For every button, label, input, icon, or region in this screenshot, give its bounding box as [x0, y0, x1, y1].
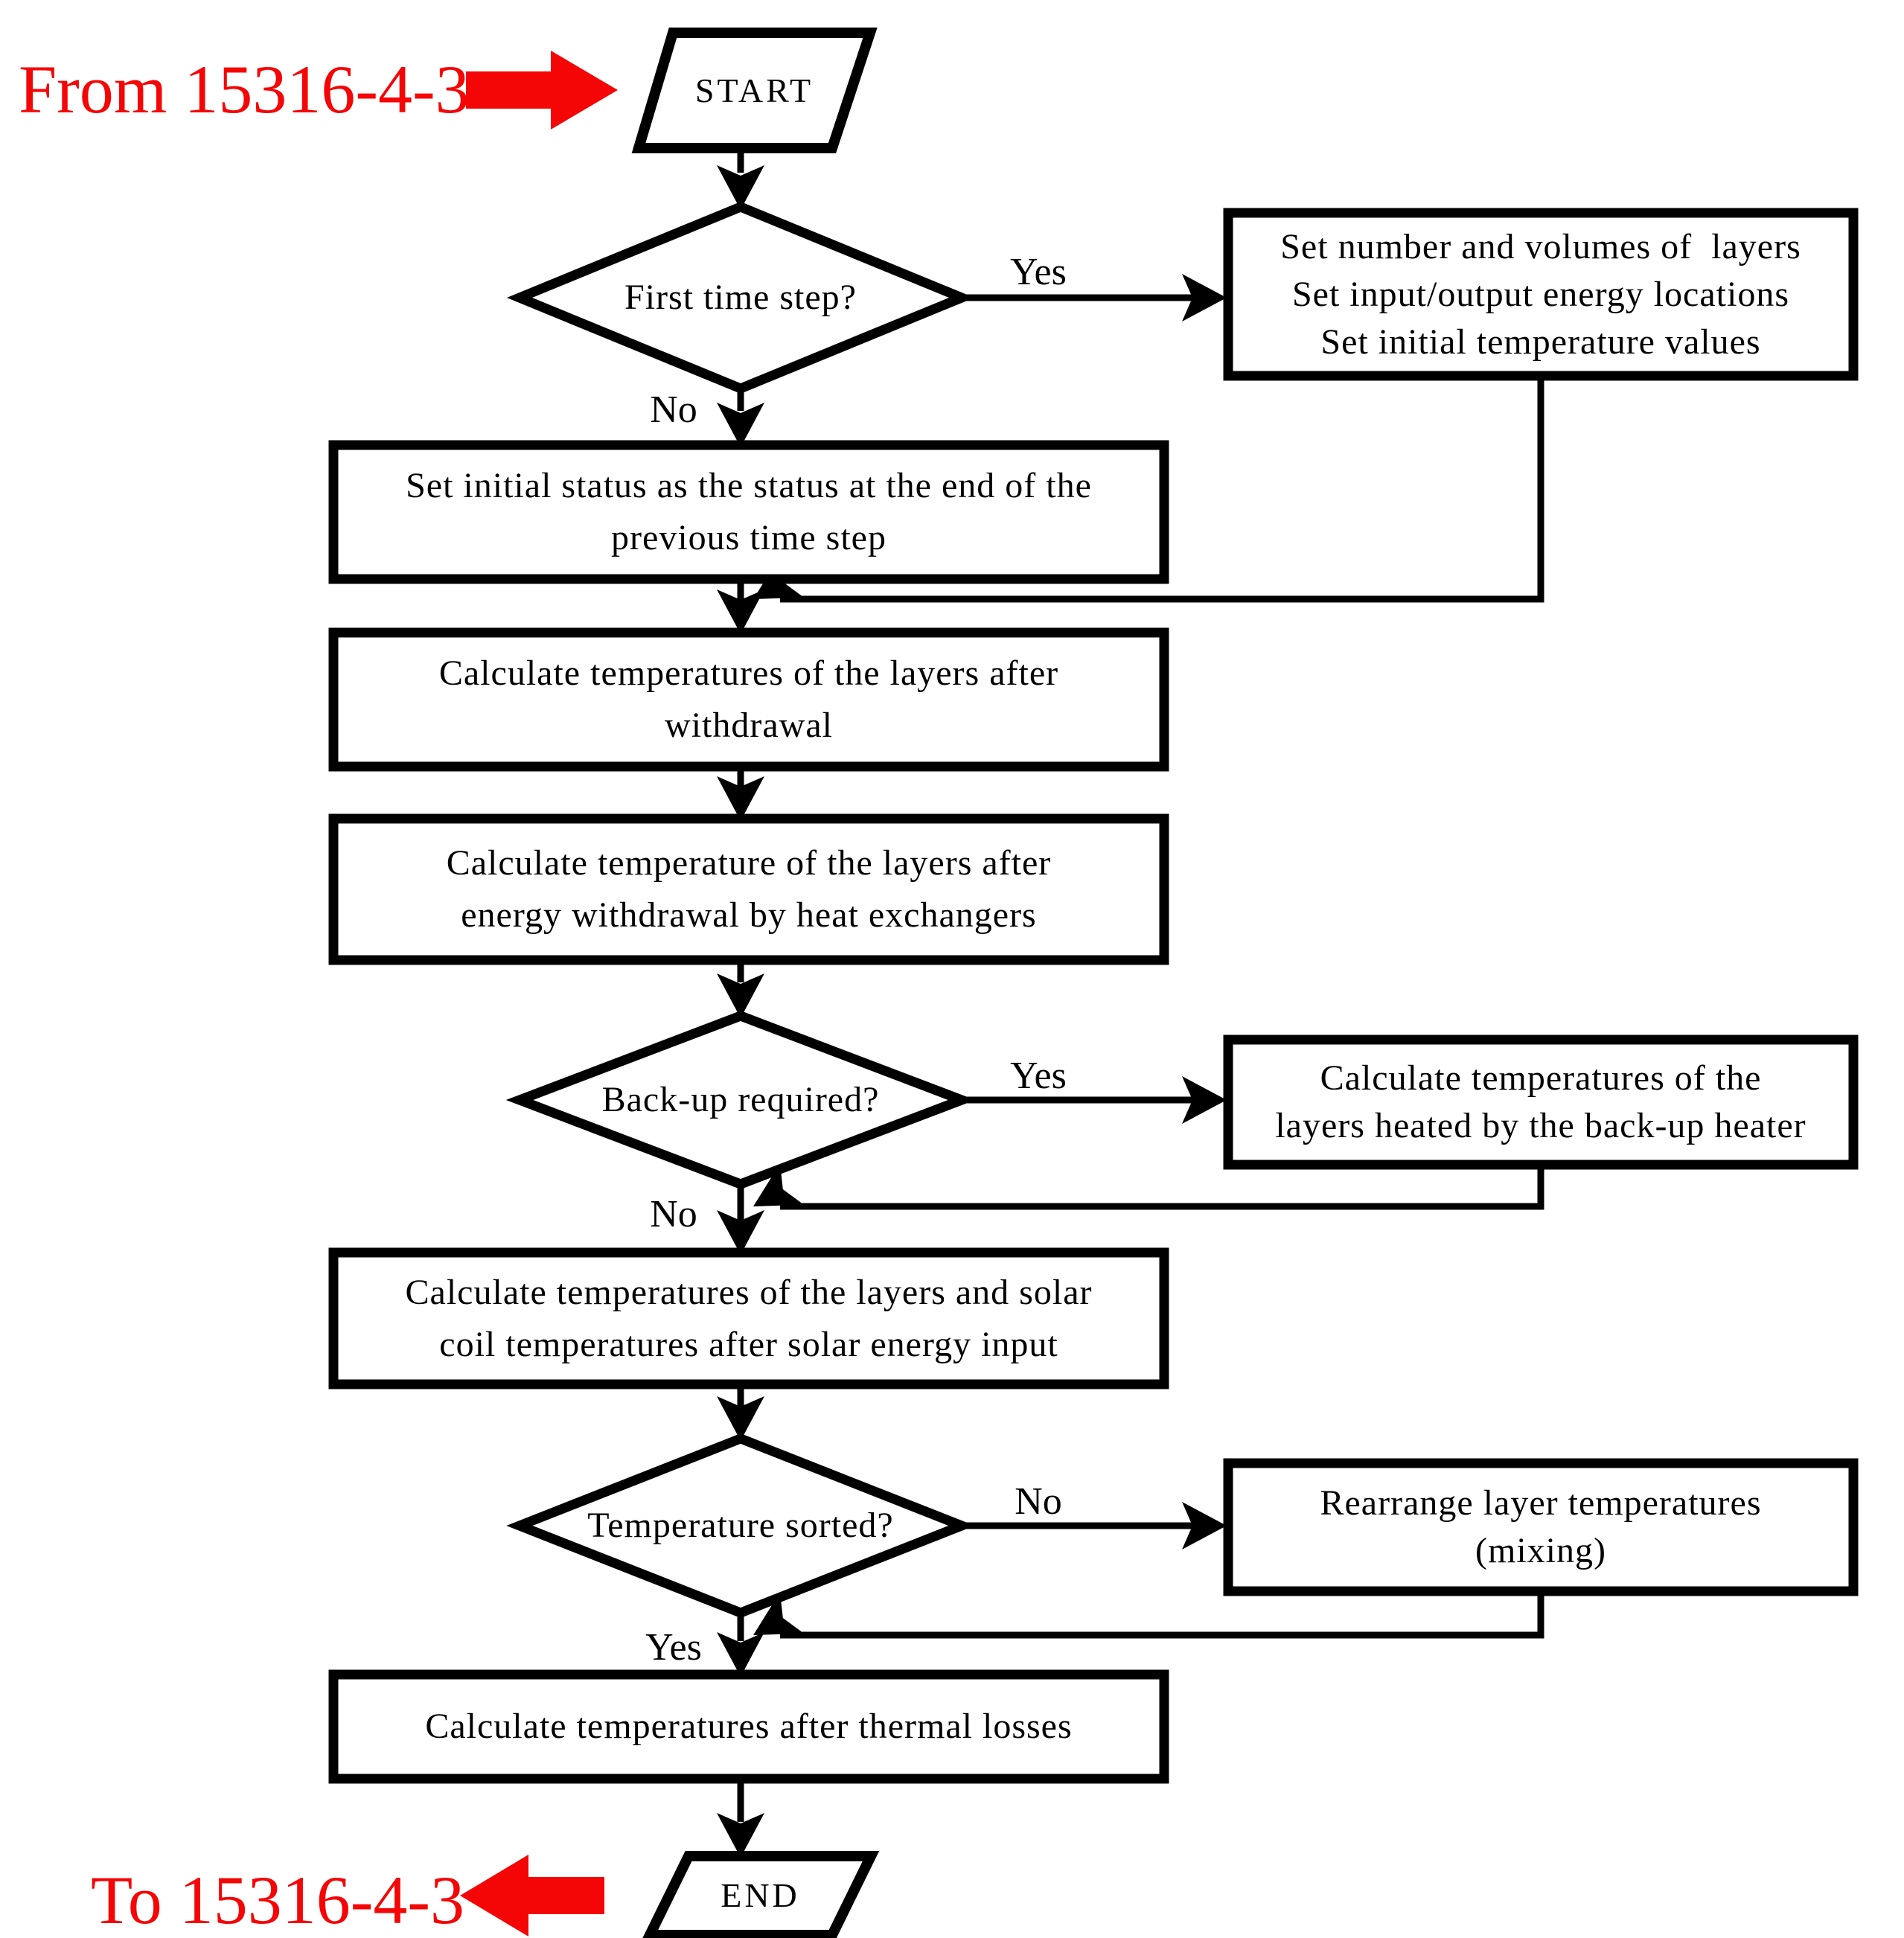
box-mixing-label: Rearrange layer temperatures (mixing) [1228, 1463, 1853, 1591]
arrowhead-left-icon [753, 1163, 804, 1206]
decision-first-time-step-label: First time step? [520, 207, 962, 388]
end-label-text: END [721, 1876, 800, 1914]
box-withdrawal-shape [328, 627, 1169, 772]
arrowhead-right-icon [1182, 1076, 1227, 1124]
edge-label-backup-yes: Yes [1010, 1054, 1067, 1097]
edge-backup-return [780, 1165, 1544, 1210]
box-setup-label: Set number and volumes of layers Set inp… [1228, 213, 1853, 376]
arrowhead-down-icon [717, 1210, 764, 1255]
edge-setup-return [780, 376, 1544, 603]
box-backup-heater-shape [1223, 1034, 1859, 1170]
box-heat-exchangers-line-1: Calculate temperature of the layers afte… [446, 843, 1052, 883]
start-shape [631, 28, 878, 153]
box-init-status-label: Set initial status as the status at the … [333, 445, 1164, 579]
box-solar-input-shape [328, 1247, 1169, 1389]
box-withdrawal-label: Calculate temperatures of the layers aft… [333, 633, 1164, 767]
box-mixing-shape [1223, 1458, 1859, 1596]
arrowhead-down-icon [717, 165, 764, 210]
box-thermal-losses-shape [328, 1669, 1169, 1784]
edge-label-first-time-yes: Yes [1010, 250, 1067, 293]
start-label: START [639, 33, 870, 148]
edge-label-first-time-no: No [650, 388, 697, 431]
box-solar-input-line-1: Calculate temperatures of the layers and… [405, 1272, 1093, 1312]
decision-temperature-sorted-shape [506, 1433, 975, 1618]
arrowhead-right-icon [1182, 274, 1227, 322]
box-setup-line-3: Set initial temperature values [1320, 322, 1761, 362]
box-solar-input-label: Calculate temperatures of the layers and… [333, 1253, 1164, 1384]
box-setup-line-1: Set number and volumes of layers [1280, 226, 1801, 266]
box-thermal-losses-line-1: Calculate temperatures after thermal los… [425, 1707, 1073, 1746]
box-withdrawal-line-1: Calculate temperatures of the layers aft… [438, 653, 1059, 693]
arrowhead-down-icon [717, 1396, 764, 1441]
box-backup-heater-line-1: Calculate temperatures of the [1320, 1058, 1762, 1098]
arrowhead-left-icon [753, 1592, 804, 1635]
box-heat-exchangers-line-2: energy withdrawal by heat exchangers [461, 895, 1037, 935]
end-shape [642, 1851, 880, 1938]
decision-first-time-step-text: First time step? [624, 278, 857, 317]
arrowhead-down-icon [717, 973, 764, 1018]
box-mixing-line-2: (mixing) [1475, 1531, 1606, 1570]
arrowhead-down-icon [717, 1632, 764, 1677]
decision-backup-required-shape [505, 1011, 976, 1189]
box-backup-heater-line-2: layers heated by the back-up heater [1275, 1106, 1806, 1145]
arrowhead-down-icon [717, 589, 764, 634]
decision-backup-required-text: Back-up required? [601, 1080, 880, 1119]
decision-temperature-sorted-label: Temperature sorted? [520, 1439, 962, 1613]
box-mixing-line-1: Rearrange layer temperatures [1320, 1483, 1762, 1523]
from-reference-label: From 15316-4-3 [19, 51, 470, 127]
decision-backup-required-label: Back-up required? [520, 1016, 962, 1184]
arrowhead-down-icon [717, 403, 764, 447]
box-withdrawal-line-2: withdrawal [665, 706, 833, 745]
decision-first-time-step-shape [506, 201, 975, 394]
arrowhead-down-icon [717, 1813, 764, 1858]
start-label-text: START [694, 71, 814, 109]
edge-label-sorted-no: No [1015, 1480, 1062, 1523]
red-right-arrow-icon [466, 51, 618, 129]
box-init-status-line-2: previous time step [611, 518, 886, 557]
box-heat-exchangers-shape [328, 813, 1169, 965]
box-init-status-shape [328, 440, 1169, 584]
decision-temperature-sorted-text: Temperature sorted? [587, 1506, 894, 1545]
edge-mixing-return [780, 1591, 1544, 1639]
box-solar-input-line-2: coil temperatures after solar energy inp… [439, 1324, 1058, 1364]
box-heat-exchangers-label: Calculate temperature of the layers afte… [333, 819, 1164, 960]
box-init-status-line-1: Set initial status as the status at the … [406, 466, 1092, 505]
box-setup-shape [1223, 208, 1859, 381]
edge-label-sorted-yes: Yes [645, 1625, 702, 1669]
arrowhead-down-icon [717, 776, 764, 821]
box-thermal-losses-label: Calculate temperatures after thermal los… [333, 1675, 1164, 1779]
arrowhead-right-icon [1182, 1502, 1227, 1550]
end-label: END [650, 1856, 871, 1935]
box-backup-heater-label: Calculate temperatures of the layers hea… [1228, 1040, 1853, 1165]
edge-label-backup-no: No [650, 1192, 697, 1235]
box-setup-line-2: Set input/output energy locations [1291, 274, 1790, 314]
red-left-arrow-icon [460, 1855, 604, 1937]
to-reference-label: To 15316-4-3 [91, 1862, 465, 1938]
